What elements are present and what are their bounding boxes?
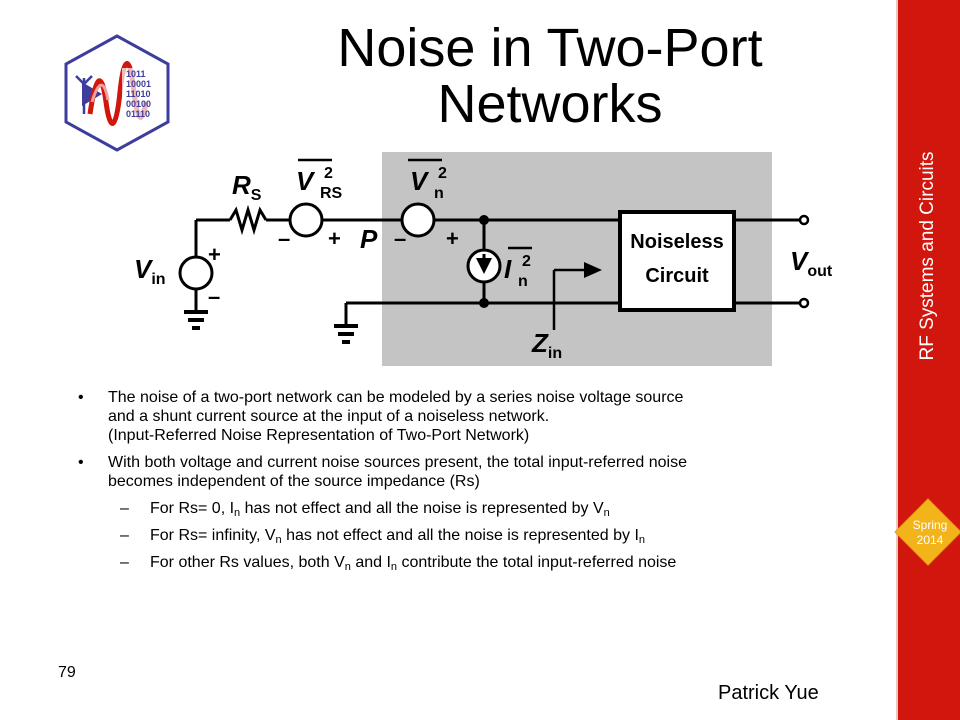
vout-label: Vout xyxy=(790,246,833,280)
output-terminal-bottom-icon xyxy=(798,297,810,309)
box-label-line1: Noiseless xyxy=(630,231,723,253)
vn-minus: – xyxy=(394,226,406,251)
sub-bullet-item: For Rs= infinity, Vn has not effect and … xyxy=(72,526,882,546)
page-number: 79 xyxy=(58,664,76,681)
zin-arrow-icon xyxy=(584,262,602,278)
course-logo-icon: 1011 10001 11010 00100 01110 xyxy=(64,34,170,152)
logo-bits-1: 10001 xyxy=(126,79,151,89)
logo-bits-3: 00100 xyxy=(126,99,151,109)
slide-title: Noise in Two-Port Networks xyxy=(230,20,870,132)
in-sub: n xyxy=(518,273,528,290)
bullet-0-line1: The noise of a two-port network can be m… xyxy=(108,389,684,406)
bullet-list: The noise of a two-port network can be m… xyxy=(72,388,882,580)
season-badge: Spring 2014 xyxy=(902,518,958,548)
logo-bits-0: 1011 xyxy=(126,69,146,79)
bullet-item: The noise of a two-port network can be m… xyxy=(72,388,882,445)
node-p-label: P xyxy=(360,224,378,254)
logo-bits-2: 11010 xyxy=(126,89,151,99)
sidebar-course-title: RF Systems and Circuits xyxy=(917,151,938,361)
vn-label: V xyxy=(410,166,430,196)
rs-label: RS xyxy=(232,170,262,204)
slide-title-line1: Noise in Two-Port xyxy=(337,18,763,78)
logo-bits-4: 01110 xyxy=(126,109,150,119)
author-name: Patrick Yue xyxy=(718,682,819,704)
vin-plus: + xyxy=(208,242,221,267)
vin-minus: – xyxy=(208,284,220,309)
vrs-noise-source-icon xyxy=(288,202,324,238)
vn-sub: n xyxy=(434,185,444,202)
vrs-plus: + xyxy=(328,226,341,251)
vrs-label: V xyxy=(296,166,316,196)
bullet-1-line2: becomes independent of the source impeda… xyxy=(108,473,480,490)
bullet-0-line3: (Input-Referred Noise Representation of … xyxy=(108,427,530,444)
vin-source-icon xyxy=(178,255,214,291)
vrs-minus: – xyxy=(278,226,290,251)
sub-bullet-item: For Rs= 0, In has not effect and all the… xyxy=(72,499,882,519)
bullet-0-line2: and a shunt current source at the input … xyxy=(108,408,550,425)
slide-title-line2: Networks xyxy=(437,74,663,134)
bullet-item: With both voltage and current noise sour… xyxy=(72,453,882,491)
season-line1: Spring xyxy=(912,518,948,532)
bullet-1-line1: With both voltage and current noise sour… xyxy=(108,454,687,471)
season-line2: 2014 xyxy=(916,533,944,547)
noiseless-circuit-box xyxy=(618,210,736,312)
vn-noise-source-icon xyxy=(400,202,436,238)
sidebar-band xyxy=(896,0,960,720)
output-terminal-top-icon xyxy=(798,214,810,226)
vn-sup: 2 xyxy=(438,165,447,182)
sub-bullet-item: For other Rs values, both Vn and In cont… xyxy=(72,553,882,573)
in-label: I xyxy=(504,254,512,284)
season-diamond-icon xyxy=(894,498,960,566)
zin-label: Zin xyxy=(531,328,562,362)
in-sup: 2 xyxy=(522,253,531,270)
box-label-line2: Circuit xyxy=(645,265,709,287)
vn-plus: + xyxy=(446,226,459,251)
vrs-sup: 2 xyxy=(324,165,333,182)
vin-label: Vin xyxy=(134,254,166,288)
vrs-sub: RS xyxy=(320,185,343,202)
two-port-noise-circuit-diagram: + – Vin RS V 2 RS – + P V 2 n – + I xyxy=(134,152,833,366)
rs-resistor-icon xyxy=(228,204,268,236)
